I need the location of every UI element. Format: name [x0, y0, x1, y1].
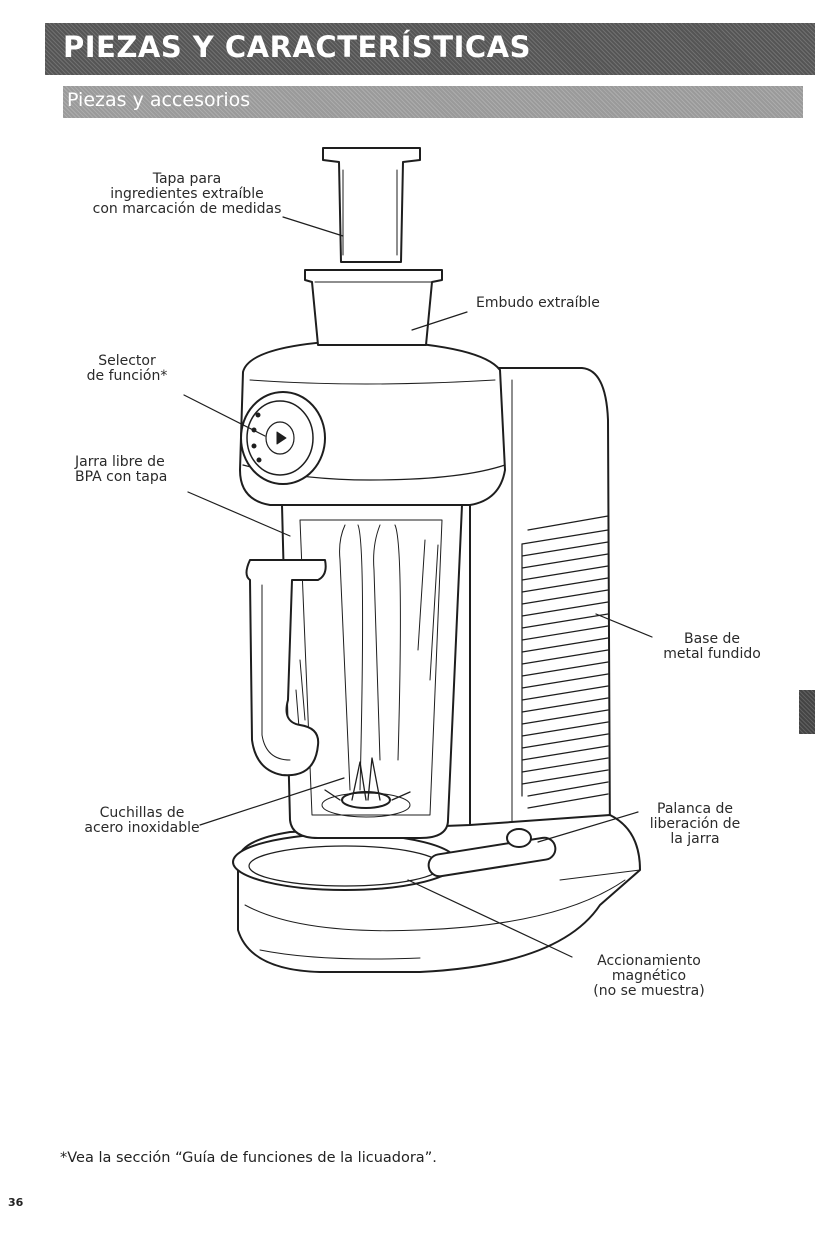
label-selector: Selector de función*	[86, 353, 168, 384]
leader-line-funnel	[411, 311, 468, 331]
section-header-banner: PIEZAS Y CARACTERÍSTICAS	[45, 23, 815, 75]
removable-funnel	[304, 269, 443, 346]
side-tab-marker	[799, 690, 815, 734]
function-selector-dial	[240, 391, 326, 485]
vent-grille	[521, 515, 609, 809]
leader-lines	[183, 216, 653, 958]
leader-line-release	[537, 811, 639, 843]
label-pusher: Tapa para ingredientes extraíble con mar…	[92, 171, 282, 217]
ingredient-pusher	[322, 147, 421, 263]
label-jar: Jarra libre de BPA con tapa	[75, 454, 168, 485]
label-release: Palanca de liberación de la jarra	[649, 801, 741, 847]
release-lever	[427, 828, 557, 878]
label-blades: Cuchillas de acero inoxidable	[84, 805, 200, 836]
page-title: PIEZAS Y CARACTERÍSTICAS	[63, 30, 531, 64]
label-drive: Accionamiento magnético (no se muestra)	[593, 953, 705, 999]
leader-line-jar	[187, 491, 291, 537]
leader-line-blades	[199, 777, 345, 826]
leader-line-drive	[407, 879, 573, 958]
footnote: *Vea la sección “Guía de funciones de la…	[60, 1150, 437, 1166]
page-number: 36	[8, 1196, 24, 1209]
blender-jar	[281, 504, 463, 839]
jar-handle	[245, 559, 327, 777]
label-funnel: Embudo extraíble	[476, 295, 600, 311]
label-base: Base de metal fundido	[663, 631, 761, 662]
subsection-banner: Piezas y accesorios	[63, 86, 803, 118]
leader-line-base	[595, 613, 653, 638]
subsection-title: Piezas y accesorios	[67, 89, 251, 111]
leader-line-selector	[183, 394, 266, 437]
leader-line-pusher	[282, 216, 344, 237]
